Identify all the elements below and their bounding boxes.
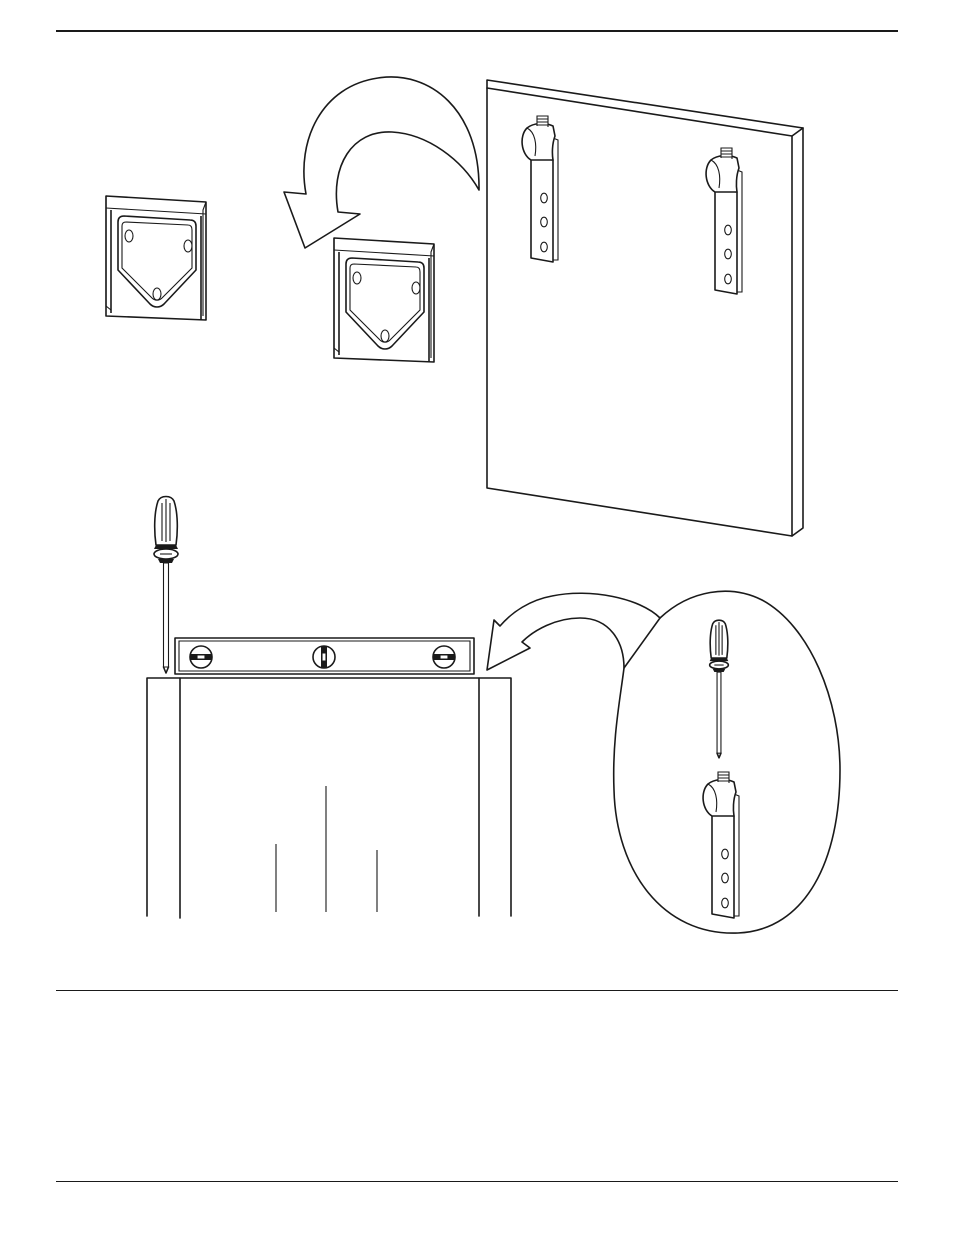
- level-vial-center: [313, 646, 335, 668]
- mounting-plate-left: [106, 196, 206, 320]
- level-vial-right: [433, 646, 455, 668]
- level-vial-left: [190, 646, 212, 668]
- bottom-view: [147, 497, 840, 934]
- top-view: [106, 77, 803, 536]
- spirit-level: [175, 638, 474, 674]
- detail-arrow: [487, 593, 660, 670]
- caption-area: [56, 1000, 898, 1170]
- mounting-plate-right: [334, 238, 434, 362]
- transfer-arrow: [284, 77, 479, 248]
- detail-hanger-strip: [703, 772, 739, 918]
- cabinet-top: [147, 678, 511, 918]
- detail-screwdriver: [710, 620, 729, 758]
